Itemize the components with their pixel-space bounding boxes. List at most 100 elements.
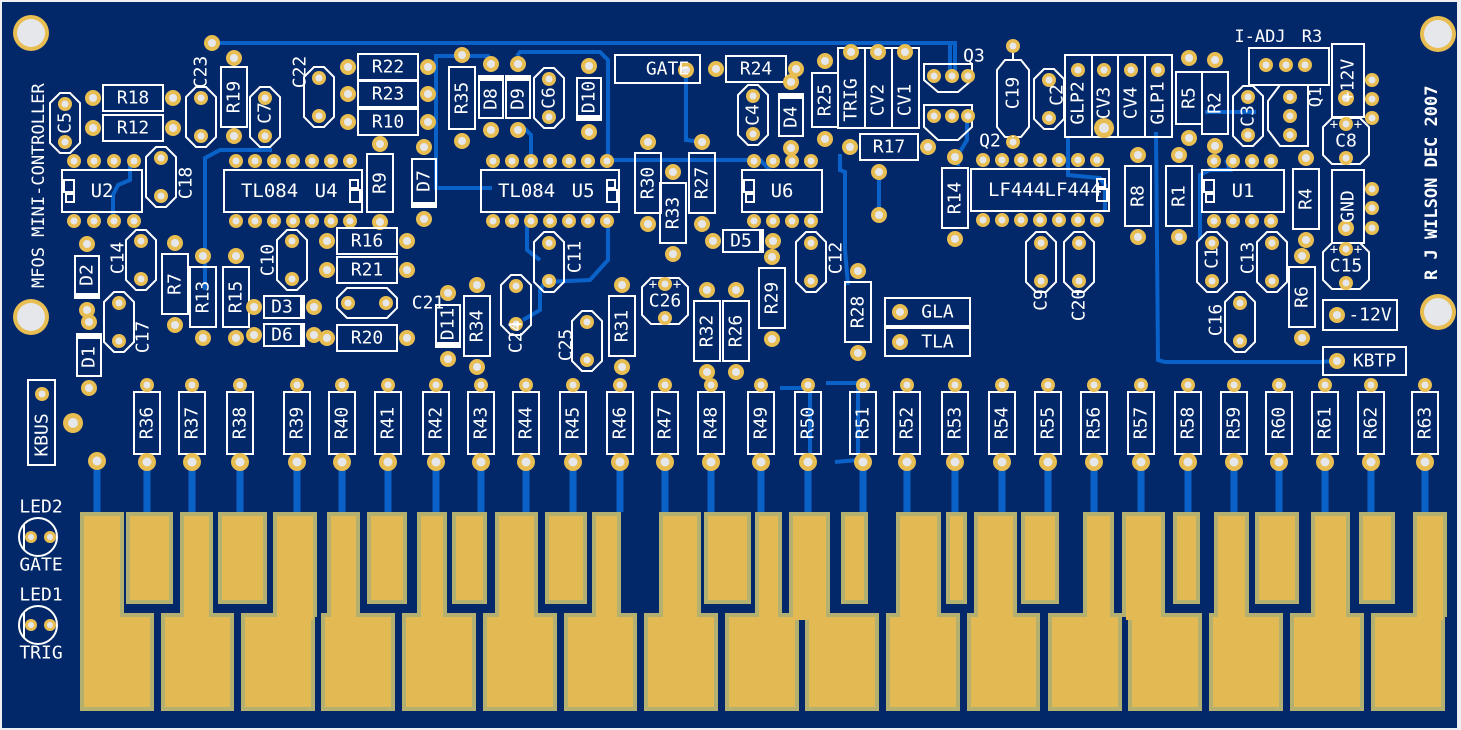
capacitor-c11[interactable]: C11 [533, 231, 586, 293]
ic-u2[interactable]: U2 [61, 154, 143, 228]
test-link[interactable] [871, 164, 887, 223]
resistor-r30[interactable]: R30 [634, 134, 662, 232]
capacitor-c16[interactable]: C16 [1206, 291, 1256, 353]
key-resistor-r46[interactable]: R46 [606, 378, 634, 471]
resistor-r19[interactable]: R19 [220, 50, 248, 144]
gate-connector[interactable]: GATE [614, 54, 701, 84]
diode-d3[interactable]: D3 [246, 295, 322, 319]
capacitor-c20[interactable]: C20 [1063, 231, 1095, 321]
power-pins[interactable] [1365, 73, 1379, 235]
key-resistor-r38[interactable]: R38 [226, 378, 254, 471]
key-resistor-r37[interactable]: R37 [178, 378, 206, 471]
resistor-r7[interactable]: R7 [161, 235, 189, 333]
diode-d7[interactable]: D7 [411, 139, 437, 227]
capacitor-c18[interactable]: C18 [145, 146, 197, 208]
jumper-pad[interactable] [204, 35, 220, 51]
minus12v-connector[interactable]: -12V [1322, 299, 1398, 331]
resistor-r14[interactable]: R14 [941, 149, 969, 247]
transistor-q1[interactable]: Q1 [1267, 84, 1326, 147]
key-resistor-r57[interactable]: R57 [1127, 378, 1155, 471]
mounting-hole[interactable] [1420, 294, 1456, 330]
resistor-r15[interactable]: R15 [222, 248, 250, 346]
key-resistor-r54[interactable]: R54 [988, 378, 1016, 471]
capacitor-c24[interactable]: C24 [500, 274, 532, 353]
capacitor-c1[interactable]: C1 [1196, 231, 1228, 293]
electrolytic-c15[interactable]: ++C15 [1322, 242, 1370, 290]
kbtp-connector[interactable]: KBTP [1322, 346, 1407, 376]
gla-connector[interactable]: GLA [884, 297, 971, 327]
resistor-r34[interactable]: R34 [463, 277, 491, 375]
key-resistor-r43[interactable]: R43 [467, 378, 495, 471]
resistor-r13[interactable]: R13 [189, 248, 217, 346]
resistor-r21[interactable]: R21 [319, 256, 415, 284]
resistor-r27[interactable]: R27 [688, 134, 716, 232]
key-resistor-r59[interactable]: R59 [1220, 378, 1248, 471]
key-resistor-r55[interactable]: R55 [1034, 378, 1062, 471]
key-resistor-r52[interactable]: R52 [893, 378, 921, 471]
resistor-r24[interactable]: R24 [708, 55, 804, 83]
capacitor-c9[interactable]: C9 [1025, 231, 1057, 311]
transistor-q2[interactable]: Q2 [923, 104, 1001, 152]
key-resistor-r45[interactable]: R45 [559, 378, 587, 471]
resistor-r18[interactable]: R18 [85, 84, 181, 112]
ic-u6[interactable]: U6 [741, 154, 823, 228]
capacitor-c21[interactable]: C21 [336, 287, 444, 319]
key-resistor-r41[interactable]: R41 [374, 378, 402, 471]
resistor-r20[interactable]: R20 [319, 324, 415, 352]
transistor-q3[interactable]: Q3 [923, 46, 985, 93]
diode-d10[interactable]: D10 [576, 58, 602, 140]
resistor-r25[interactable]: R25 [811, 53, 839, 147]
capacitor-c5[interactable]: C5 [49, 92, 81, 154]
diode-d1[interactable]: D1 [76, 314, 102, 396]
kbus-connector[interactable]: KBUS [27, 379, 106, 470]
diode-d9[interactable]: D9 [505, 56, 531, 138]
ic-u1[interactable]: U1 [1201, 154, 1285, 228]
resistor-r23[interactable]: R23 [340, 80, 436, 108]
resistor-r8[interactable]: R8 [1124, 147, 1152, 245]
mounting-hole[interactable] [1420, 16, 1456, 52]
resistor-r17[interactable]: R17 [842, 133, 936, 161]
diode-d5[interactable]: D5 [705, 229, 781, 253]
capacitor-c13[interactable]: C13 [1238, 231, 1288, 293]
resistor-r33[interactable]: R33 [659, 164, 687, 262]
key-resistor-r49[interactable]: R49 [747, 378, 775, 471]
diode-d8[interactable]: D8 [478, 56, 504, 138]
resistor-r4[interactable]: R4 [1292, 150, 1320, 248]
resistor-r16[interactable]: R16 [319, 227, 415, 255]
key-resistor-r48[interactable]: R48 [697, 378, 725, 471]
diode-d11[interactable]: D11 [435, 285, 461, 367]
resistor-r2[interactable]: R2 [1201, 52, 1229, 154]
capacitor-c22[interactable]: C22 [290, 56, 335, 128]
mounting-hole[interactable] [13, 299, 49, 335]
key-resistor-r63[interactable]: R63 [1411, 378, 1439, 471]
diode-d6[interactable]: D6 [246, 323, 322, 347]
resistor-r9[interactable]: R9 [366, 136, 394, 230]
key-resistor-r50[interactable]: R50 [794, 378, 822, 471]
capacitor-c6[interactable]: C6 [533, 67, 565, 129]
resistor-r28[interactable]: R28 [844, 263, 872, 361]
tla-connector[interactable]: TLA [884, 327, 971, 357]
resistor-r26[interactable]: R26 [722, 282, 750, 380]
electrolytic-c26[interactable]: ++C26 [641, 277, 689, 325]
key-resistor-r39[interactable]: R39 [283, 378, 311, 471]
resistor-r29[interactable]: R29 [758, 249, 786, 347]
capacitor-c23[interactable]: C23 [185, 56, 217, 148]
key-resistor-r47[interactable]: R47 [651, 378, 679, 471]
resistor-r10[interactable]: R10 [340, 108, 436, 136]
key-resistor-r62[interactable]: R62 [1357, 378, 1385, 471]
key-resistor-r40[interactable]: R40 [328, 378, 356, 471]
key-resistor-r58[interactable]: R58 [1174, 378, 1202, 471]
key-resistor-r42[interactable]: R42 [422, 378, 450, 471]
key-resistor-r56[interactable]: R56 [1080, 378, 1108, 471]
capacitor-c25[interactable]: C25 [556, 310, 603, 372]
capacitor-c12[interactable]: C12 [795, 231, 847, 293]
resistor-r6[interactable]: R6 [1288, 248, 1316, 346]
resistor-r35[interactable]: R35 [448, 47, 476, 149]
